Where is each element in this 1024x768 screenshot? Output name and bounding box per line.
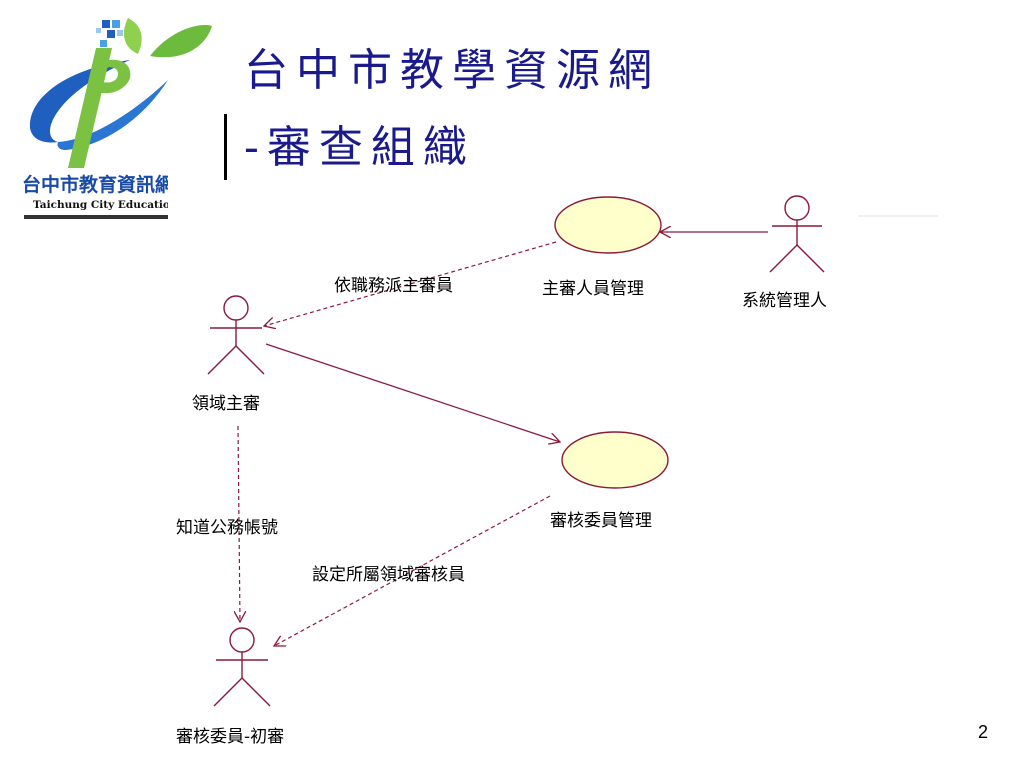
logo-caption-chinese: 台中市教育資訊網 [22,174,168,196]
logo: 台中市教育資訊網 Taichung City Education [0,0,230,222]
connector-chief-mgmt-to-domain-chief [264,241,557,326]
connector-reviewer-mgmt-to-reviewer [274,495,551,646]
use-case-chief-mgmt-label: 主審人員管理 [542,279,644,299]
slide-title-line-2: -審查組織 [244,122,475,173]
logo-underline [24,215,168,219]
actor-reviewer-label: 審核委員-初審 [176,727,284,747]
connector-domain-chief-to-reviewer-mgmt [265,343,560,442]
logo-emblem-icon [29,18,212,168]
relation-set-domain-label: 設定所屬領域審核員 [312,565,465,585]
connector-domain-chief-to-reviewer [238,425,240,622]
faint-divider [858,215,938,217]
page-number: 2 [978,722,989,742]
relation-know-account-label: 知道公務帳號 [176,518,278,538]
use-case-chief-mgmt-ellipse [554,196,662,254]
actor-reviewer-icon [213,627,271,707]
title-divider-bar [224,114,227,180]
use-case-reviewer-mgmt-ellipse [561,431,669,489]
actor-system-admin-label: 系統管理人 [742,291,827,311]
logo-caption-english: Taichung City Education [33,199,168,211]
actor-system-admin-icon [769,195,825,273]
actor-domain-chief-icon [207,295,265,375]
actor-domain-chief-label: 領域主審 [192,394,260,414]
use-case-reviewer-mgmt-label: 審核委員管理 [550,511,652,531]
relation-assign-label: 依職務派主審員 [334,276,453,296]
slide-title-line-1: 台中市教學資源網 [244,45,660,96]
